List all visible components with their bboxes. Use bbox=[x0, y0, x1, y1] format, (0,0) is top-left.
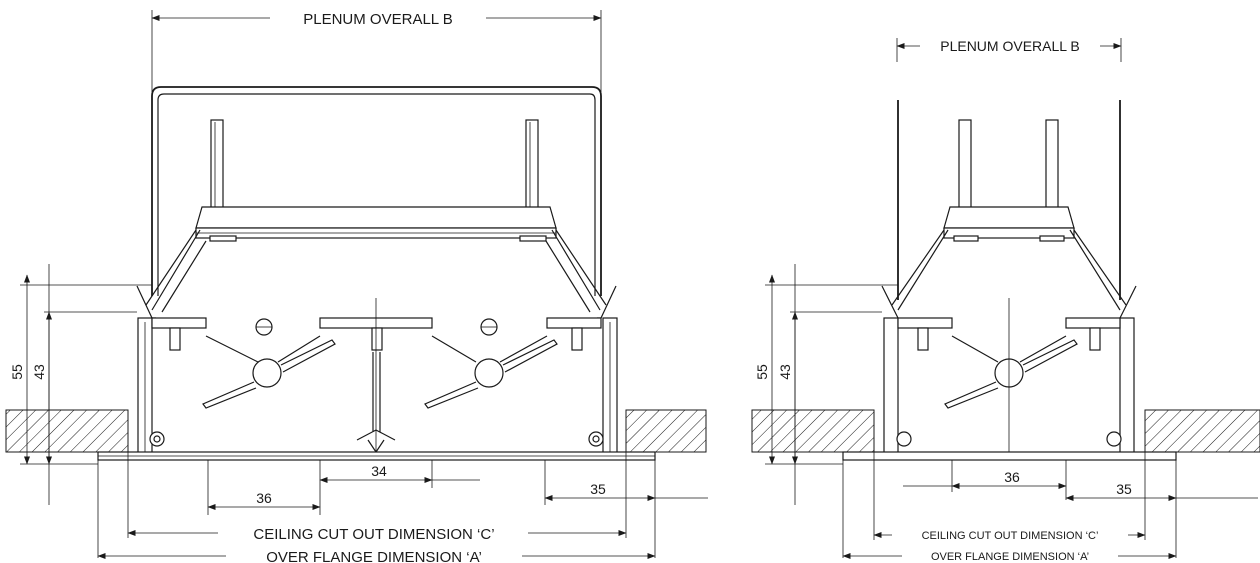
right-plenum-walls bbox=[897, 100, 1121, 300]
left-horizontal-dims: 36 34 35 bbox=[207, 460, 708, 558]
right-dim-43: 43 bbox=[777, 364, 793, 380]
right-blade bbox=[944, 298, 1078, 456]
right-rods bbox=[958, 119, 1059, 213]
right-diffuser-frame bbox=[881, 285, 1137, 457]
left-dim-34: 34 bbox=[371, 463, 387, 479]
left-view: PLENUM OVERALL B bbox=[5, 10, 708, 563]
left-rods bbox=[210, 119, 539, 213]
left-blades bbox=[202, 298, 558, 456]
left-collar bbox=[145, 206, 607, 313]
right-plenum-label: PLENUM OVERALL B bbox=[940, 38, 1080, 54]
left-flange-label: OVER FLANGE DIMENSION ‘A’ bbox=[266, 549, 482, 563]
left-dim-35: 35 bbox=[590, 481, 606, 497]
left-overall-dims: CEILING CUT OUT DIMENSION ‘C’ OVER FLANG… bbox=[97, 452, 656, 563]
left-dim-55: 55 bbox=[9, 364, 25, 380]
right-ceiling-label: CEILING CUT OUT DIMENSION ‘C’ bbox=[922, 530, 1099, 542]
left-vertical-dims: 55 43 bbox=[9, 264, 152, 505]
right-view: PLENUM OVERALL B bbox=[751, 38, 1260, 563]
left-plenum-label: PLENUM OVERALL B bbox=[303, 11, 453, 28]
right-dim-36: 36 bbox=[1004, 469, 1020, 485]
left-ceiling-label: CEILING CUT OUT DIMENSION ‘C’ bbox=[253, 526, 494, 543]
left-ceiling-tile-left bbox=[5, 409, 129, 453]
right-dim-55: 55 bbox=[754, 364, 770, 380]
right-horizontal-dims: 36 35 bbox=[903, 460, 1258, 558]
right-collar bbox=[891, 206, 1127, 311]
right-bottom-flange bbox=[842, 451, 1177, 461]
right-overall-dims: CEILING CUT OUT DIMENSION ‘C’ OVER FLANG… bbox=[842, 452, 1177, 563]
right-ceiling-tile-left bbox=[751, 409, 875, 453]
left-plenum-dimension: PLENUM OVERALL B bbox=[151, 10, 602, 92]
right-ceiling-tile-right bbox=[1144, 409, 1260, 453]
left-plenum-box bbox=[151, 86, 602, 296]
left-dim-43: 43 bbox=[31, 364, 47, 380]
right-plenum-dimension: PLENUM OVERALL B bbox=[896, 38, 1122, 62]
left-ceiling-tile-right bbox=[625, 409, 707, 453]
right-dim-35: 35 bbox=[1116, 481, 1132, 497]
right-flange-label: OVER FLANGE DIMENSION ‘A’ bbox=[931, 551, 1089, 563]
left-bottom-flange bbox=[97, 451, 656, 461]
right-vertical-dims: 55 43 bbox=[754, 264, 898, 505]
left-dim-36: 36 bbox=[256, 490, 272, 506]
